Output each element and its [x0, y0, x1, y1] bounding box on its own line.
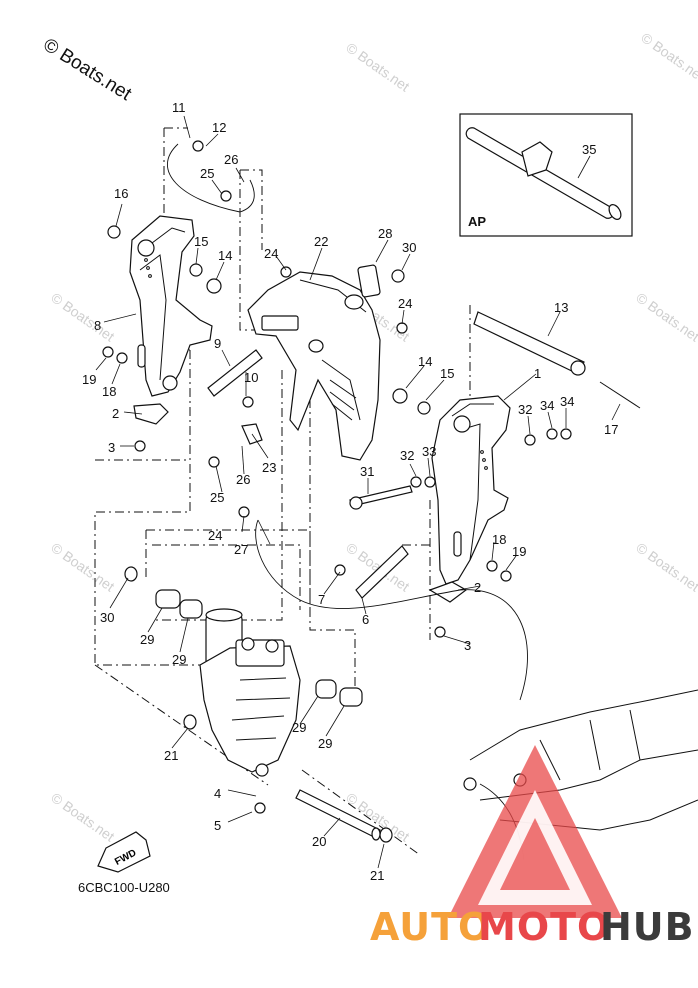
callout-1: 1: [534, 366, 541, 381]
ap-label: AP: [468, 214, 486, 229]
callout-14: 14: [218, 248, 232, 263]
watermark: © Boats.net: [48, 289, 117, 344]
ap-inset-box: AP: [459, 113, 633, 237]
callout-13: 13: [554, 300, 568, 315]
callout-8: 8: [94, 318, 101, 333]
watermark: © Boats.net: [633, 539, 698, 594]
callout-34: 34: [560, 394, 574, 409]
watermark: © Boats.net: [48, 789, 117, 844]
callout-29: 29: [292, 720, 306, 735]
callout-34: 34: [540, 398, 554, 413]
callout-24: 24: [398, 296, 412, 311]
callout-11: 11: [172, 100, 186, 115]
callout-9: 9: [214, 336, 221, 351]
callout-20: 20: [312, 834, 326, 849]
watermark: © Boats.net: [48, 539, 117, 594]
callout-19: 19: [82, 372, 96, 387]
copyright-text: © Boats.net: [39, 34, 135, 105]
diagram-code: 6CBC100-U280: [78, 880, 170, 895]
callout-16: 16: [114, 186, 128, 201]
callout-2: 2: [112, 406, 119, 421]
callout-15: 15: [194, 234, 208, 249]
callout-24: 24: [208, 528, 222, 543]
callout-21: 21: [164, 748, 178, 763]
right-clamp-bracket: [431, 395, 511, 585]
callout-15: 15: [440, 366, 454, 381]
callout-18: 18: [102, 384, 116, 399]
callout-33: 33: [422, 444, 436, 459]
callout-14: 14: [418, 354, 432, 369]
swivel-bracket: [247, 271, 381, 461]
callout-7: 7: [318, 592, 325, 607]
watermark: © Boats.net: [638, 29, 698, 84]
watermark: © Boats.net: [343, 39, 412, 94]
callout-29: 29: [140, 632, 154, 647]
callout-12: 12: [212, 120, 226, 135]
callout-25: 25: [200, 166, 214, 181]
callout-25: 25: [210, 490, 224, 505]
callout-26: 26: [236, 472, 250, 487]
callout-28: 28: [378, 226, 392, 241]
trim-tilt-unit: [199, 608, 301, 777]
callout-32: 32: [518, 402, 532, 417]
callout-5: 5: [214, 818, 221, 833]
callout-32: 32: [400, 448, 414, 463]
callout-labels: 11 12 26 25 16 15 14 8 9 10 19 18 2 3 22…: [82, 100, 618, 883]
brand-auto: AUTO: [370, 905, 491, 949]
callout-29: 29: [172, 652, 186, 667]
callout-23: 23: [262, 460, 276, 475]
callout-26: 26: [224, 152, 238, 167]
callout-3: 3: [108, 440, 115, 455]
callout-27: 27: [234, 542, 248, 557]
fwd-arrow: FWD: [97, 831, 151, 873]
brand-logo: AUTO MOTO HUB: [370, 745, 695, 949]
part-35-tube: [465, 127, 622, 220]
left-clamp-bracket: [129, 215, 213, 397]
callout-35: 35: [582, 142, 596, 157]
callout-4: 4: [214, 786, 221, 801]
callout-2: 2: [474, 580, 481, 595]
callout-29: 29: [318, 736, 332, 751]
callout-31: 31: [360, 464, 374, 479]
callout-22: 22: [314, 234, 328, 249]
callout-6: 6: [362, 612, 369, 627]
callout-21: 21: [370, 868, 384, 883]
small-parts: [102, 140, 641, 843]
callout-10: 10: [244, 370, 258, 385]
callout-18: 18: [492, 532, 506, 547]
brand-hub: HUB: [600, 905, 695, 949]
callout-24: 24: [264, 246, 278, 261]
callout-30: 30: [402, 240, 416, 255]
leader-lines: [95, 115, 621, 869]
brand-moto: MOTO: [478, 905, 610, 949]
callout-19: 19: [512, 544, 526, 559]
callout-30: 30: [100, 610, 114, 625]
callout-17: 17: [604, 422, 618, 437]
watermark: © Boats.net: [633, 289, 698, 344]
callout-3: 3: [464, 638, 471, 653]
